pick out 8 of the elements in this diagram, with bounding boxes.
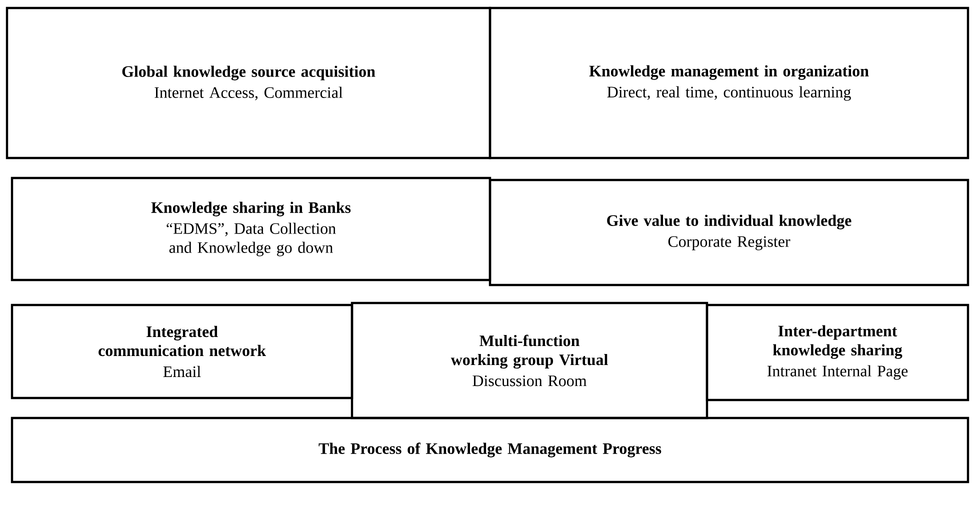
text-box: Knowledge management in organization Direct, real time, continuous learning xyxy=(488,6,970,160)
text-box: Give value to individual knowledge Corporate Register xyxy=(488,178,970,286)
text-box: The Process of Knowledge Management Progress xyxy=(10,416,970,484)
text-box: Global knowledge source acquisition Internet Access, Commercial xyxy=(6,6,492,160)
text-box: Knowledge sharing in Banks “EDMS”, Data Collection and Knowledge go down xyxy=(10,176,492,282)
text-box: Integrated communication network Email xyxy=(10,304,354,400)
text-box: Inter-department knowledge sharing Intranet Internal Page xyxy=(706,304,970,402)
text-box: Multi-function working group Virtual Discussion Room xyxy=(350,302,708,420)
